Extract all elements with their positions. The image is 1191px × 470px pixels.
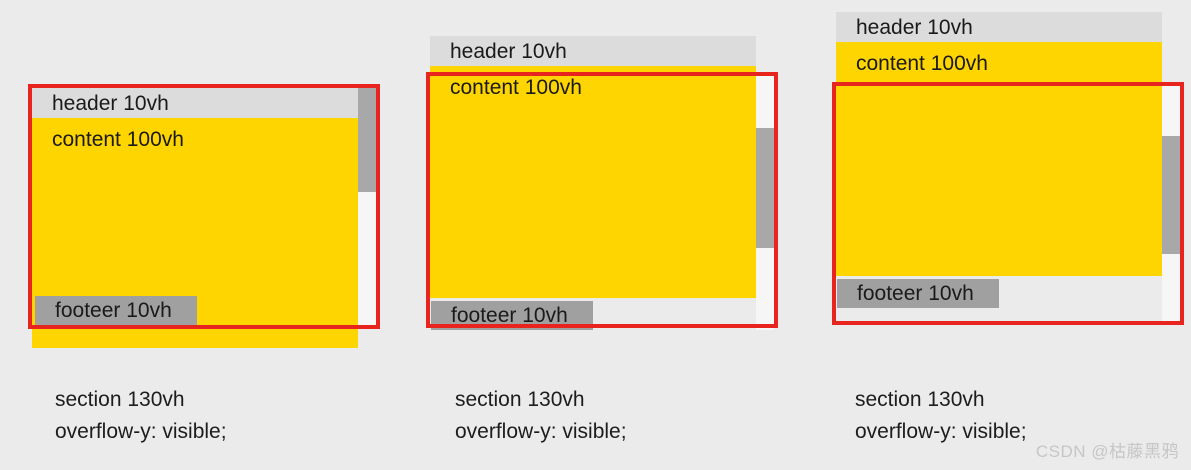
panel2-scrollbar-track[interactable] [756,72,774,330]
panel1-header-band: header 10vh [32,88,358,118]
panel-scroll-top: header 10vh content 100vh footeer 10vh [28,84,380,356]
panel1-scrollbar-track[interactable] [358,88,376,325]
panel-scroll-bottom: header 10vh content 100vh footeer 10vh [832,6,1184,326]
panel3-footer-band: footeer 10vh [837,279,999,308]
panel1-caption-line1: section 130vh [55,388,185,411]
panel1-scrollbar-thumb[interactable] [358,88,376,192]
panel1-footer-band: footeer 10vh [35,296,197,325]
panel1-caption: section 130vh overflow-y: visible; [55,384,227,448]
panel3-caption-line2: overflow-y: visible; [855,420,1027,443]
panel2-caption-line2: overflow-y: visible; [455,420,627,443]
panel2-caption: section 130vh overflow-y: visible; [455,384,627,448]
panel3-caption: section 130vh overflow-y: visible; [855,384,1027,448]
panel3-caption-line1: section 130vh [855,388,985,411]
csdn-watermark: CSDN @枯藤黑鸦 [1035,442,1179,461]
panel2-scrollbar-thumb[interactable] [756,128,774,248]
panel-scroll-middle: header 10vh content 100vh footeer 10vh [426,36,778,332]
panel3-scrollbar-track[interactable] [1162,82,1180,322]
panel2-caption-line1: section 130vh [455,388,585,411]
panel1-caption-line2: overflow-y: visible; [55,420,227,443]
panel2-header-band: header 10vh [430,36,756,66]
panel3-header-band: header 10vh [836,12,1162,42]
panel2-content-band: content 100vh [430,66,756,298]
panel3-content-band: content 100vh [836,42,1162,276]
panel3-scrollbar-thumb[interactable] [1162,136,1180,254]
panel2-footer-band: footeer 10vh [431,301,593,330]
